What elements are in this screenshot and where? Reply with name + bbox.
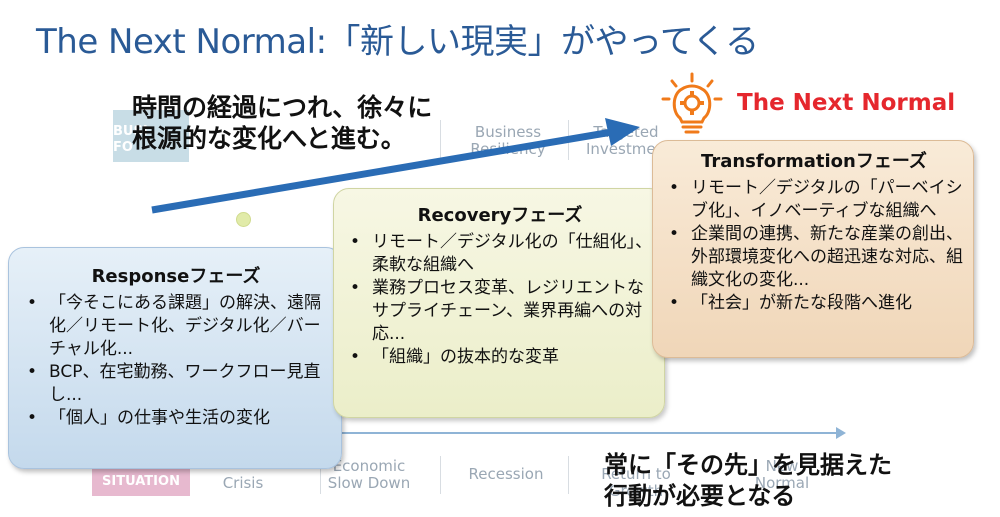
page-title: The Next Normal:「新しい現実」がやってくる (36, 22, 759, 62)
bg-business-resiliency: Business Resiliency (470, 123, 546, 158)
bg-divider (568, 120, 569, 160)
bg-divider (568, 456, 569, 494)
recovery-phase-title: Recoveryフェーズ (417, 205, 583, 226)
next-normal-label: The Next Normal (737, 90, 956, 116)
timeline-axis-arrowhead (836, 427, 846, 439)
response-phase-title: Responseフェーズ (91, 266, 261, 287)
transformation-phase-list: リモート／デジタルの「パーベイシブ化」、イノベーティブな組織へ 企業間の連携、新… (663, 177, 965, 315)
bg-business-focus-label: BUSI FO (113, 124, 148, 155)
list-item: リモート／デジタルの「パーベイシブ化」、イノベーティブな組織へ (663, 177, 965, 223)
list-item: リモート／デジタル化の「仕組化」、柔軟な組織へ (344, 231, 656, 277)
list-item: 「個人」の仕事や生活の変化 (21, 407, 331, 430)
timeline-dot (236, 212, 251, 227)
bg-divider (440, 456, 441, 494)
list-item: 「組織」の抜本的な変革 (344, 346, 656, 369)
bottom-caption-line1: 常に「その先」を見据えた (604, 451, 892, 479)
recovery-phase-list: リモート／デジタル化の「仕組化」、柔軟な組織へ 業務プロセス変革、レジリエントな… (344, 231, 656, 369)
lightbulb-gear-icon (661, 72, 723, 134)
response-phase-list: 「今そこにある課題」の解決、遠隔化／リモート化、デジタル化／バーチャル化... … (21, 292, 331, 430)
transformation-phase-card: Transformationフェーズ リモート／デジタルの「パーベイシブ化」、イ… (652, 140, 974, 358)
response-phase-card: Responseフェーズ 「今そこにある課題」の解決、遠隔化／リモート化、デジタ… (8, 247, 342, 469)
list-item: 企業間の連携、新たな産業の創出、外部環境変化への超迅速な対応、組織文化の変化..… (663, 223, 965, 292)
bg-divider (320, 456, 321, 494)
list-item: 「社会」が新たな段階へ進化 (663, 292, 965, 315)
list-item: 「今そこにある課題」の解決、遠隔化／リモート化、デジタル化／バーチャル化... (21, 292, 331, 361)
bg-situation-label: SITUATION (102, 474, 180, 489)
timeline-axis (340, 432, 840, 434)
bottom-caption-line2: 行動が必要となる (604, 482, 796, 510)
recovery-phase-card: Recoveryフェーズ リモート／デジタル化の「仕組化」、柔軟な組織へ 業務プ… (333, 188, 665, 418)
bg-crisis: Crisis (222, 474, 264, 492)
bg-situation-box: SITUATION (92, 468, 190, 496)
bg-economic-slow-down: Economic Slow Down (327, 457, 411, 492)
bottom-caption: 常に「その先」を見据えた 行動が必要となる (604, 450, 892, 512)
arrow-caption: 時間の経過につれ、徐々に 根源的な変化へと進む。 (132, 92, 432, 154)
transformation-phase-title: Transformationフェーズ (701, 151, 927, 172)
bg-recession: Recession (468, 465, 544, 483)
bg-divider (440, 120, 441, 160)
list-item: BCP、在宅勤務、ワークフロー見直し... (21, 361, 331, 407)
list-item: 業務プロセス変革、レジリエントなサプライチェーン、業界再編への対応... (344, 277, 656, 346)
bg-new-normal: New Normal (754, 457, 810, 492)
arrow-caption-line1: 時間の経過につれ、徐々に (132, 93, 433, 122)
arrow-caption-line2: 根源的な変化へと進む。 (132, 124, 406, 153)
bg-return-to-growth: Return to Growth (601, 465, 671, 500)
